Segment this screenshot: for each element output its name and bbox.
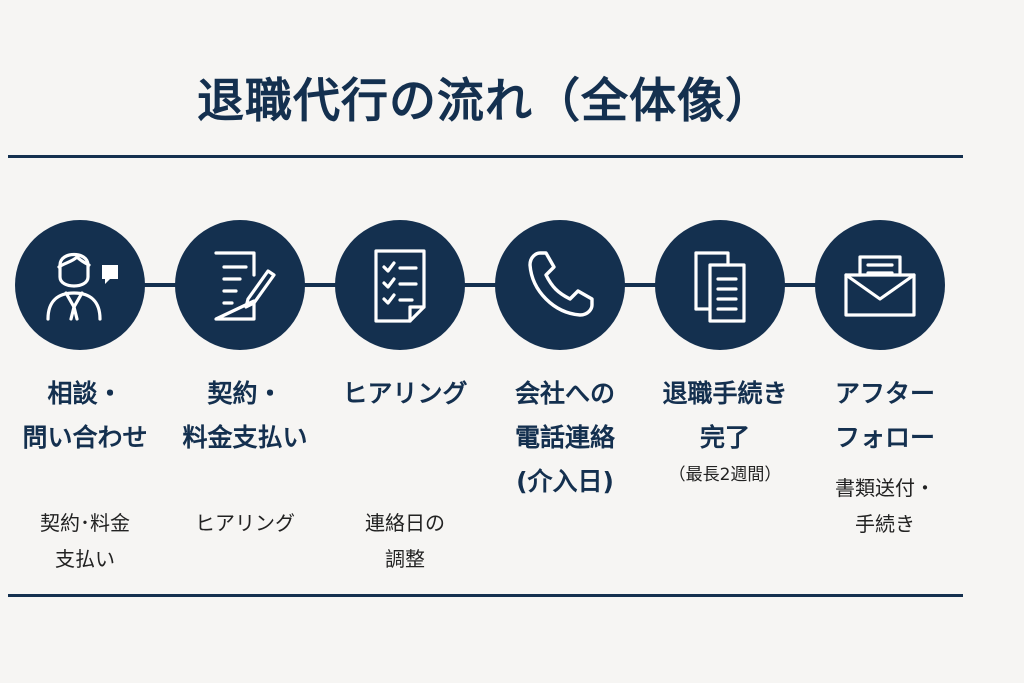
step-3-label: ヒアリング (342, 379, 468, 408)
documents-icon (694, 251, 746, 323)
step-2-label: 契約・ 料金支払い (182, 379, 308, 452)
bottom-divider (8, 594, 963, 597)
step-4-circle (495, 220, 625, 350)
connector-line (780, 283, 820, 287)
connector-line (620, 283, 660, 287)
step-2-circle (175, 220, 305, 350)
step-1-label: 相談・ 問い合わせ (22, 379, 148, 452)
step-2-detail: ヒアリング (195, 511, 295, 535)
step-6-label: アフター フォロー (834, 379, 935, 452)
connector-line (460, 283, 500, 287)
step-1-circle (15, 220, 145, 350)
step-5-note: （最長2週間） (668, 465, 782, 485)
diagram-title: 退職代行の流れ（全体像） (197, 74, 773, 129)
step-6-circle (815, 220, 945, 350)
envelope-icon (844, 255, 916, 317)
top-divider (8, 155, 963, 158)
phone-icon (528, 251, 594, 317)
step-6-detail: 書類送付・ 手続き (835, 476, 935, 536)
step-3-detail: 連絡日の 調整 (365, 511, 445, 571)
contract-pen-icon (214, 251, 276, 321)
step-5-circle (655, 220, 785, 350)
connector-line (140, 283, 180, 287)
step-4-label: 会社への 電話連絡 (介入日) (514, 379, 615, 496)
checklist-icon (374, 249, 426, 323)
connector-line (300, 283, 340, 287)
step-3-circle (335, 220, 465, 350)
step-5-label: 退職手続き 完了 (662, 379, 788, 452)
consultant-person-icon (46, 252, 118, 321)
step-1-detail: 契約･料金 支払い (40, 511, 130, 571)
